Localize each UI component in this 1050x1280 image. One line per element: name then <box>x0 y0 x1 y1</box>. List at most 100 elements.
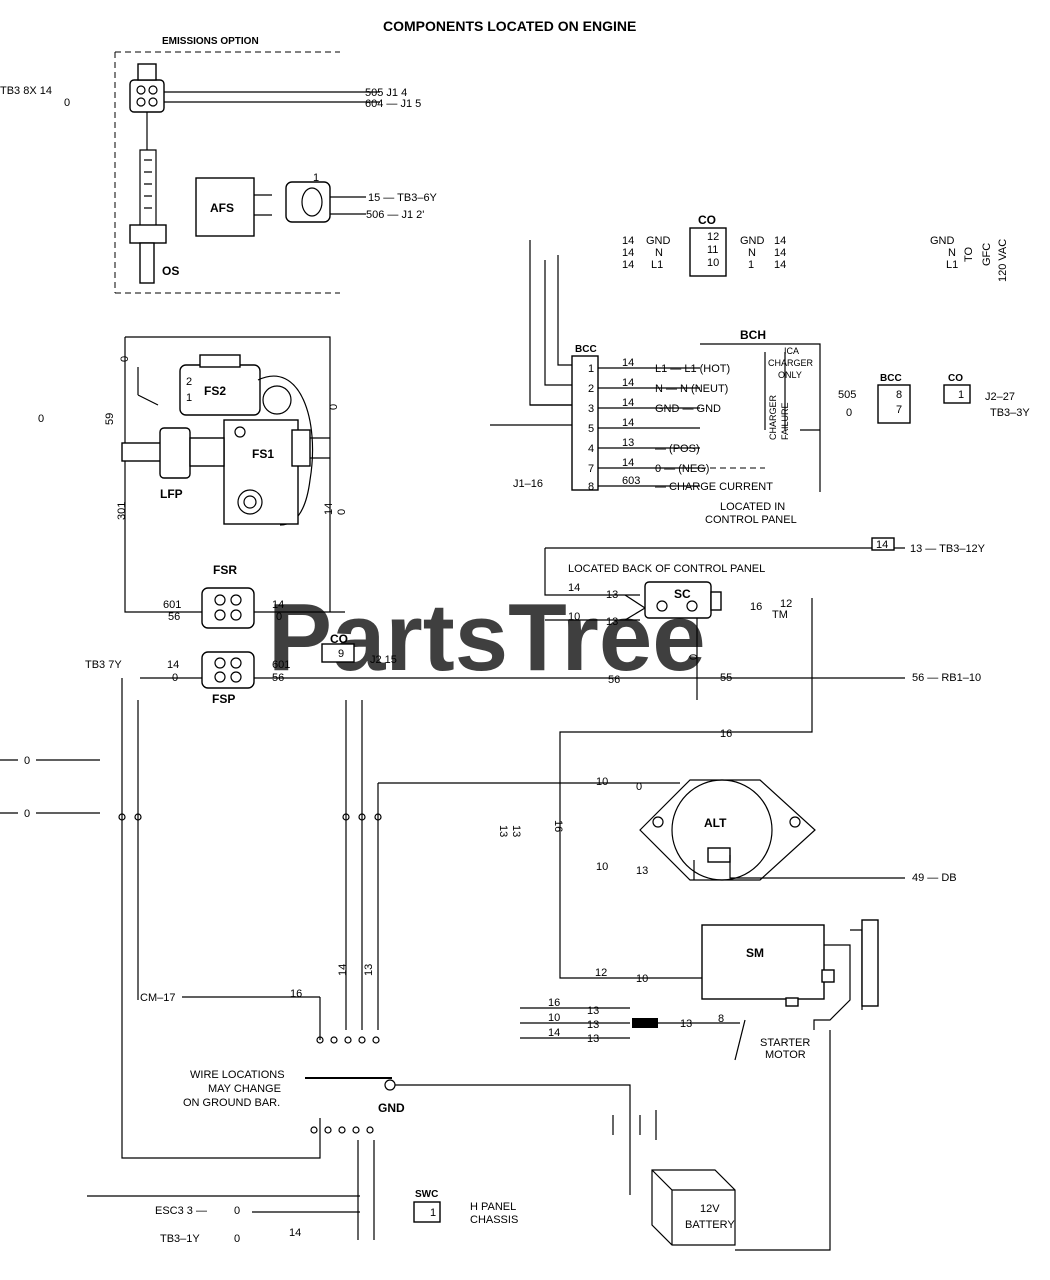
alt-right-ref: 49 — DB <box>912 872 957 884</box>
fsr-connector <box>201 587 255 629</box>
afs-pin-1: 1 <box>313 172 319 184</box>
co-mid-box <box>321 643 355 663</box>
sm-wire-10: 10 <box>636 973 648 985</box>
sc-group: 14 13 — TB3–12Y LOCATED BACK OF CONTROL … <box>544 537 986 979</box>
co-top-box <box>689 227 727 277</box>
right-co-box <box>943 384 971 404</box>
fs1-solenoid <box>223 419 299 525</box>
alternator-group: 16 10 0 ALT 49 — DB 13 13 16 10 13 <box>378 728 957 884</box>
sm-wire-13b: 13 <box>587 1019 599 1031</box>
os-nut <box>129 224 167 244</box>
os-left-ref-0: 0 <box>64 97 70 109</box>
fsp-label: FSP <box>212 692 235 706</box>
bottom-tb-0: 0 <box>234 1233 240 1245</box>
bcc-label: BCC <box>575 344 597 355</box>
alt-housing <box>671 779 773 881</box>
fuel-system-group: 0 59 301 0 14 0 0 FS2 2 1 FS1 LFP <box>38 336 348 613</box>
bch-ica-3: ONLY <box>778 370 802 380</box>
gnd-wire-16: 16 <box>290 988 302 1000</box>
sm-fuse <box>632 1018 658 1028</box>
right-co-p1: 1 <box>958 389 964 401</box>
right-bcc-label: BCC <box>880 373 902 384</box>
fsr-fsp-group: FSR 601 56 14 0 CO 9 J2 15 FSP TB3 7Y 14… <box>85 563 981 706</box>
gfc-vac: 120 VAC <box>997 239 1009 282</box>
os-left-ref: TB3 8X 14 <box>0 85 52 97</box>
fs2-pin-1: 1 <box>186 392 192 404</box>
gnd-note-3: ON GROUND BAR. <box>183 1097 280 1109</box>
gnd-cm17: CM–17 <box>140 992 175 1004</box>
bcc-row-signal: N — N (NEUT) <box>655 383 728 395</box>
os-probe <box>139 242 155 284</box>
co-top-gnd: GND <box>646 235 671 247</box>
bcc-j1-16: J1–16 <box>513 478 543 490</box>
afs-label: AFS <box>210 201 234 215</box>
alt-body <box>639 779 816 881</box>
gnd-note-2: MAY CHANGE <box>208 1083 281 1095</box>
sc-top-ref: 13 — TB3–12Y <box>910 543 986 555</box>
fuel-label-0c: 0 <box>336 509 348 515</box>
alt-wire-16: 16 <box>720 728 732 740</box>
fuel-left-zero: 0 <box>38 413 44 425</box>
right-co-label: CO <box>948 373 963 384</box>
sm-solenoid <box>701 924 825 1000</box>
sc-wire-14: 14 <box>568 582 580 594</box>
gfc-gnd: GND <box>930 235 955 247</box>
gfc-to: TO <box>963 246 975 262</box>
co-top-14c: 14 <box>622 259 634 271</box>
co-top-r14c: 14 <box>774 259 786 271</box>
sc-top-wire: 14 <box>876 539 888 551</box>
sm-wire-8: 8 <box>718 1013 724 1025</box>
battery-body <box>651 1169 736 1246</box>
sc-wire-13b: 13 <box>606 616 618 628</box>
bottom-panel-1: H PANEL <box>470 1201 516 1213</box>
bch-located-1: LOCATED IN <box>720 501 785 513</box>
bcc-row-wire: 14 <box>622 417 634 429</box>
co-top-p10: 10 <box>707 257 719 269</box>
left-edge-group: 0 0 <box>0 755 100 820</box>
fuel-label-0b: 0 <box>328 404 340 410</box>
os-connector-latch <box>137 63 157 81</box>
bcc-row-wire: 14 <box>622 357 634 369</box>
bcc-row-signal: L1 — L1 (HOT) <box>655 363 730 375</box>
sc-located: LOCATED BACK OF CONTROL PANEL <box>568 563 765 575</box>
fuel-label-301: 301 <box>116 502 128 520</box>
right-0: 0 <box>846 407 852 419</box>
co-top-14a: 14 <box>622 235 634 247</box>
sm-wire-14: 14 <box>548 1027 560 1039</box>
bottom-esc-0: 0 <box>234 1205 240 1217</box>
bch-failure-1: CHARGER <box>768 394 778 440</box>
bcc-bch-group: BCC BCH ICA CHARGER ONLY CHARGER FAILURE… <box>490 240 821 526</box>
battery-label-2: BATTERY <box>685 1219 735 1231</box>
bcc-row-signal: — (POS) <box>655 443 700 455</box>
alt-wire-13: 13 <box>636 865 648 877</box>
lfp-fitting <box>189 437 225 467</box>
right-505: 505 <box>838 389 856 401</box>
sm-wire-13c: 13 <box>587 1033 599 1045</box>
fsp-wire-601: 601 <box>272 659 290 671</box>
gnd-wire-14: 14 <box>337 964 349 976</box>
co-mid-label: CO <box>330 632 348 646</box>
bcc-row-wire: 14 <box>622 397 634 409</box>
bottom-tb3-1y: TB3–1Y <box>160 1233 200 1245</box>
alt-label-16: 16 <box>552 820 564 832</box>
afs-module <box>195 177 255 237</box>
gfc-gfc: GFC <box>981 243 993 266</box>
watermark-tm: TM <box>772 609 788 621</box>
fsr-wire-56: 56 <box>168 611 180 623</box>
co-top-l1: L1 <box>651 259 663 271</box>
sm-wire-13d: 13 <box>680 1018 692 1030</box>
starter-motor-group: SM 12 10 16 10 14 13 13 13 13 8 STARTER … <box>520 919 879 1061</box>
sc-top-wire-box <box>871 537 895 551</box>
watermark: PartsTree <box>268 584 706 691</box>
emissions-option-label: EMISSIONS OPTION <box>162 36 259 47</box>
bottom-wire-14: 14 <box>289 1227 301 1239</box>
co-top-r14b: 14 <box>774 247 786 259</box>
fuel-label-0a: 0 <box>119 356 131 362</box>
bcc-row-wire: 13 <box>622 437 634 449</box>
afs-connector <box>285 181 331 223</box>
right-bcc-box <box>877 384 911 424</box>
bch-ica-2: CHARGER <box>768 358 814 368</box>
os-wire-505: 505 J1 4 <box>365 87 407 99</box>
